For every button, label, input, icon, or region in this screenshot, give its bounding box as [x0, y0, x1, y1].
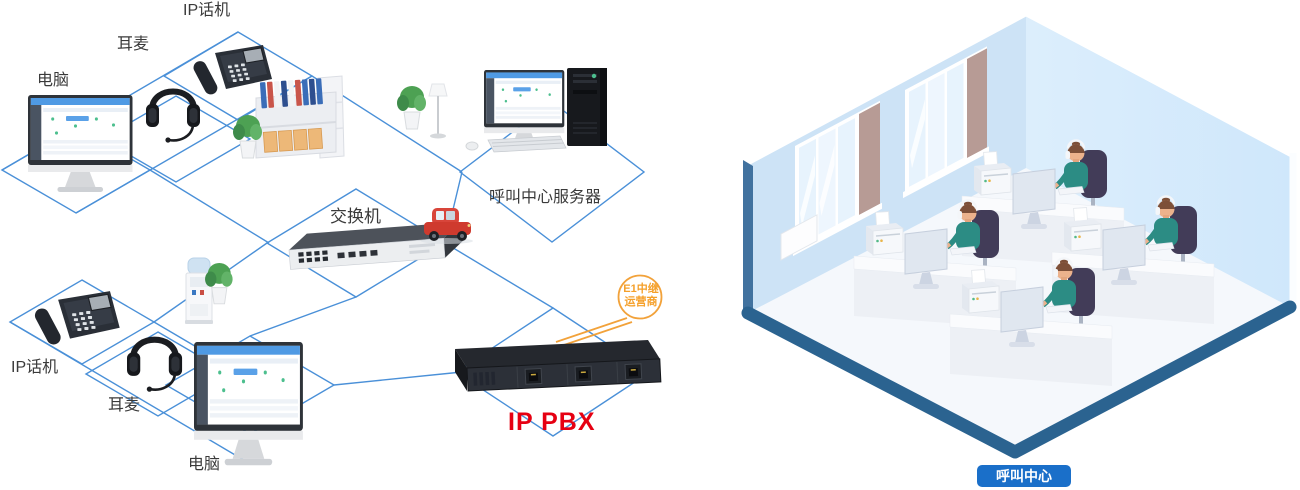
label-computer-top: 电脑	[37, 72, 70, 89]
e1-trunk-label: E1中继 运营商	[615, 283, 667, 309]
e1-trunk-line1: E1中继	[623, 283, 659, 295]
ip-pbx-illustration	[455, 340, 662, 392]
bookshelf-illustration	[232, 75, 345, 159]
e1-trunk-connector	[555, 274, 663, 347]
label-headset-bottom: 耳麦	[108, 397, 141, 414]
call-center-room-illustration	[728, 6, 1300, 459]
bottom-headset-icon	[127, 340, 182, 392]
floor-border	[741, 300, 1297, 459]
bottom-ip-phone-illustration	[31, 290, 121, 348]
e1-circle	[617, 274, 663, 320]
server-illustration	[396, 68, 607, 153]
floor-lamp-icon	[428, 83, 448, 139]
room-right-wall	[1026, 16, 1290, 307]
e1-trunk-line2: 运营商	[624, 296, 658, 308]
label-computer-bottom: 电脑	[188, 456, 221, 473]
top-computer-illustration	[28, 95, 133, 192]
label-switch: 交换机	[330, 207, 381, 226]
wall-poster	[780, 214, 818, 261]
window-icon	[903, 46, 989, 199]
label-server: 呼叫中心服务器	[489, 189, 602, 206]
toy-car-icon	[421, 208, 473, 244]
label-ip-phone-top: IP话机	[183, 2, 231, 19]
label-headset-top: 耳麦	[117, 36, 150, 53]
water-dispenser-icon	[185, 257, 213, 324]
window-icon	[793, 100, 882, 257]
label-ip-phone-bottom: IP话机	[11, 359, 59, 376]
call-center-badge: 呼叫中心	[977, 465, 1071, 487]
bottom-computer-illustration	[194, 342, 303, 466]
top-headset-icon	[146, 92, 200, 143]
label-ip-pbx: IP PBX	[508, 408, 596, 436]
